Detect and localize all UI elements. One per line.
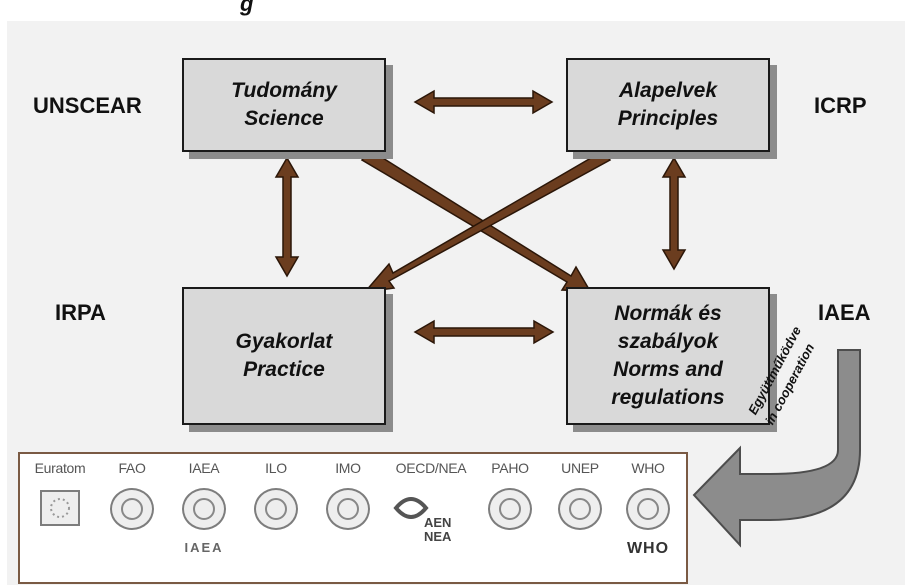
cooperation-curved-arrow — [692, 349, 861, 548]
arrow-science-principles — [413, 89, 554, 115]
paho-emblem-icon — [488, 488, 532, 530]
box-science: Tudomány Science — [182, 58, 386, 152]
iaea-emblem-icon — [182, 488, 226, 530]
logo-fao: FAO — [98, 454, 166, 530]
box-norms-label-hu-2: szabályok — [617, 330, 719, 353]
box-norms-label-en-2: regulations — [611, 386, 725, 409]
logo-wordmark: WHO — [626, 540, 670, 557]
box-practice-label-en: Practice — [243, 358, 325, 381]
org-irpa: IRPA — [55, 300, 106, 325]
logo-label: WHO — [631, 460, 665, 476]
title-fragment: g — [240, 0, 254, 16]
logo-paho: PAHO — [476, 454, 544, 530]
box-science-label-en: Science — [244, 107, 324, 130]
nea-wordmark: AEN NEA — [424, 516, 451, 544]
who-emblem-icon — [626, 488, 670, 530]
box-practice: Gyakorlat Practice — [182, 287, 386, 425]
arrow-science-practice — [274, 156, 300, 278]
box-norms-label-hu-1: Normák és — [614, 302, 722, 325]
box-principles-label-hu: Alapelvek — [618, 79, 718, 102]
logo-label: IAEA — [188, 460, 220, 476]
logo-oecd-nea: OECD/NEA — [386, 454, 476, 531]
logo-imo: IMO — [314, 454, 382, 530]
arrow-science-to-norms — [360, 149, 592, 292]
logo-label: ILO — [265, 460, 287, 476]
box-practice-label-hu: Gyakorlat — [235, 330, 333, 353]
imo-emblem-icon — [326, 488, 370, 530]
nea-wordmark-line1: AEN — [424, 515, 452, 530]
nea-wordmark-line2: NEA — [424, 529, 452, 544]
box-science-label-hu: Tudomány — [231, 79, 337, 102]
ilo-emblem-icon — [254, 488, 298, 530]
box-principles: Alapelvek Principles — [566, 58, 770, 152]
nea-emblem-icon — [393, 497, 429, 519]
logo-label: FAO — [118, 460, 146, 476]
box-norms-label-en-1: Norms and — [613, 358, 723, 381]
org-icrp: ICRP — [814, 93, 867, 118]
logo-label: PAHO — [491, 460, 529, 476]
logo-who: WHO WHO — [614, 454, 682, 558]
logo-ilo: ILO — [242, 454, 310, 530]
logo-panel: Euratom FAO IAEA IAEA ILO IMO OECD/NEA — [18, 452, 688, 584]
org-unscear: UNSCEAR — [33, 93, 142, 118]
fao-emblem-icon — [110, 488, 154, 530]
logo-label: UNEP — [561, 460, 599, 476]
logo-label: IMO — [335, 460, 361, 476]
org-iaea: IAEA — [818, 300, 871, 325]
arrow-principles-to-practice — [363, 150, 612, 294]
box-norms: Normák és szabályok Norms and regulation… — [566, 287, 770, 425]
arrow-principles-norms — [661, 156, 687, 271]
arrow-practice-norms — [413, 319, 555, 345]
eu-stars-flag-icon — [40, 490, 80, 526]
logo-label: Euratom — [34, 460, 86, 476]
box-principles-label-en: Principles — [617, 107, 719, 130]
unep-emblem-icon — [558, 488, 602, 530]
logo-wordmark: IAEA — [184, 540, 224, 555]
logo-unep: UNEP — [546, 454, 614, 530]
logo-euratom: Euratom — [26, 454, 94, 526]
logo-iaea: IAEA IAEA — [170, 454, 238, 555]
logo-label: OECD/NEA — [395, 460, 467, 476]
